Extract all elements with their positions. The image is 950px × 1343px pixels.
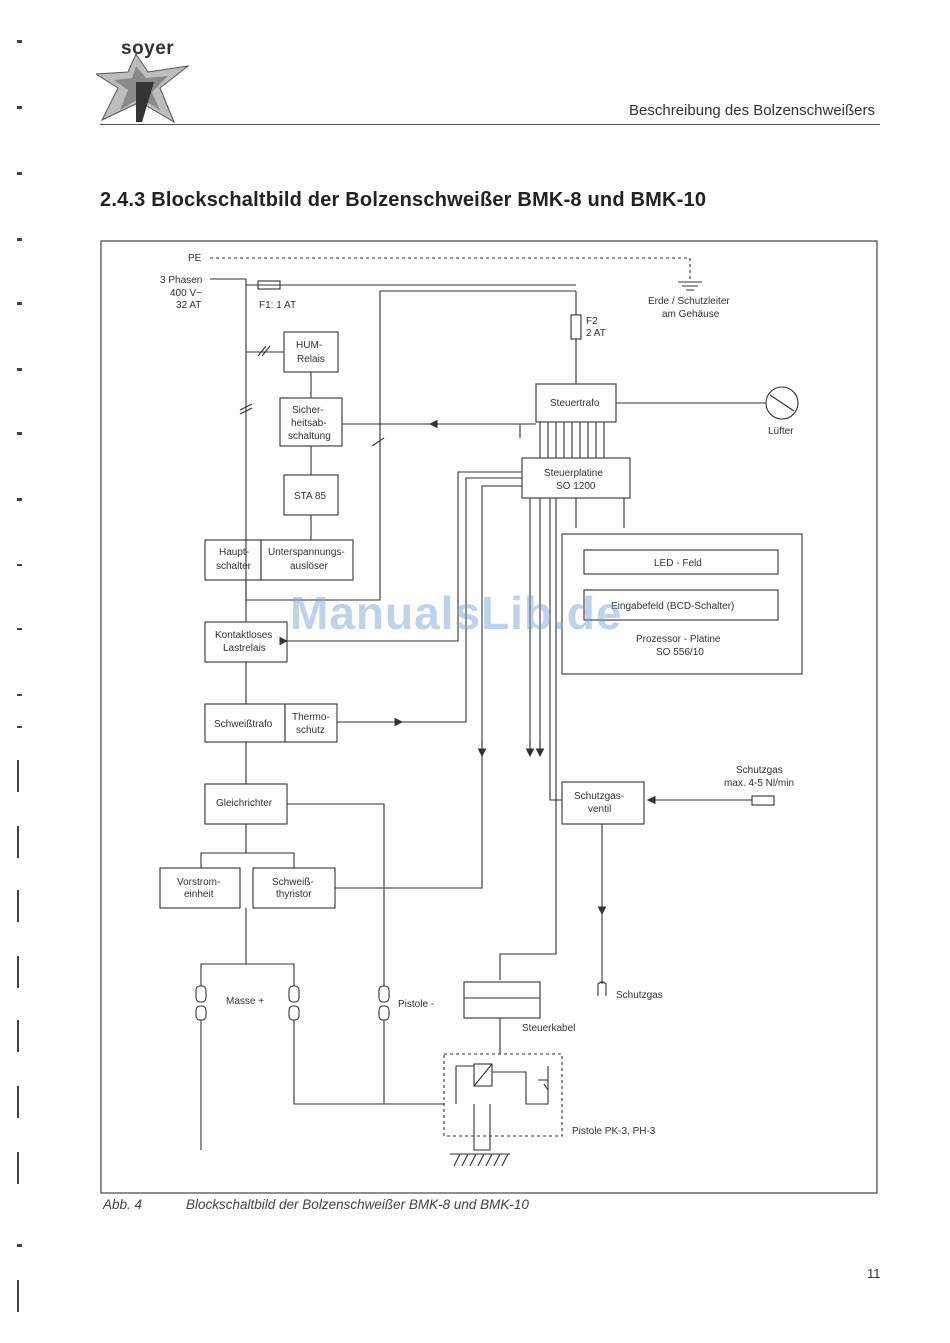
section-title: 2.4.3 Blockschaltbild der Bolzenschweiße… bbox=[100, 189, 707, 211]
block-hum-relais bbox=[283, 331, 339, 373]
figure-caption: Blockschaltbild der Bolzenschweißer BMK-… bbox=[186, 1197, 529, 1212]
label-f2-2: 2 AT bbox=[586, 328, 606, 339]
label-earth-2: am Gehäuse bbox=[662, 309, 720, 320]
earth-symbol bbox=[678, 281, 702, 291]
fuse-f1 bbox=[257, 280, 281, 290]
label-unterspannung-1: Unterspannungs- bbox=[268, 547, 345, 558]
label-f2-1: F2 bbox=[586, 316, 598, 327]
block-steuerkabel bbox=[463, 981, 541, 1019]
label-unterspannung-2: auslöser bbox=[290, 561, 328, 572]
label-vorstrom-2: einheit bbox=[184, 889, 214, 900]
block-eingabefeld bbox=[583, 589, 779, 621]
block-vorstrom bbox=[159, 867, 241, 909]
label-earth-1: Erde / Schutzleiter bbox=[648, 296, 730, 307]
label-steuerplatine-2: SO 1200 bbox=[556, 481, 596, 492]
pe-line bbox=[210, 257, 691, 282]
label-hauptschalter-2: schalter bbox=[216, 561, 252, 572]
label-supply-1: 3 Phasen bbox=[160, 275, 202, 286]
label-masse: Masse + bbox=[226, 996, 264, 1007]
label-prozessor-2: SO 556/10 bbox=[656, 647, 704, 658]
label-schutzgas-out: Schutzgas bbox=[616, 990, 663, 1001]
label-supply-3: 32 AT bbox=[176, 300, 201, 311]
label-thermoschutz-1: Thermo- bbox=[292, 712, 330, 723]
label-schweisstrafo: Schweißtrafo bbox=[214, 719, 273, 730]
figure-label: Abb. 4 bbox=[103, 1197, 143, 1212]
label-hauptschalter-1: Haupt- bbox=[219, 547, 249, 558]
block-led-feld bbox=[583, 549, 779, 575]
label-f1: F1: 1 AT bbox=[259, 300, 296, 311]
label-sicherheit-1: Sicher- bbox=[292, 405, 324, 416]
label-thyristor-2: thyristor bbox=[276, 889, 312, 900]
fuse-f2 bbox=[570, 314, 582, 340]
label-pistole-pk: Pistole PK-3, PH-3 bbox=[572, 1126, 656, 1137]
label-sicherheit-2: heitsab- bbox=[291, 418, 327, 429]
block-prozessor-group bbox=[561, 533, 803, 675]
label-schutzgasventil-1: Schutzgas- bbox=[574, 791, 624, 802]
label-steuerplatine-1: Steuerplatine bbox=[544, 468, 603, 479]
label-gleichrichter: Gleichrichter bbox=[216, 798, 273, 809]
label-pistole-minus: Pistole - bbox=[398, 999, 434, 1010]
gas-connector bbox=[751, 795, 775, 806]
label-schutzgas-in-2: max. 4-5 Nl/min bbox=[724, 778, 794, 789]
label-prozessor-1: Prozessor - Platine bbox=[636, 634, 721, 645]
label-schutzgas-in-1: Schutzgas bbox=[736, 765, 783, 776]
block-lastrelais bbox=[204, 621, 288, 663]
header-rule bbox=[100, 124, 880, 125]
label-sicherheit-3: schaltung bbox=[288, 431, 331, 442]
block-thyristor bbox=[252, 867, 336, 909]
diagram-frame bbox=[100, 240, 878, 1194]
label-hum-2: Relais bbox=[297, 354, 325, 365]
label-steuertrafo: Steuertrafo bbox=[550, 398, 600, 409]
fan-icon bbox=[765, 386, 799, 420]
label-lastrelais-1: Kontaktloses bbox=[215, 630, 272, 641]
label-steuerkabel: Steuerkabel bbox=[522, 1023, 575, 1034]
block-thermoschutz bbox=[284, 703, 338, 743]
label-sta: STA 85 bbox=[294, 491, 326, 502]
label-lastrelais-2: Lastrelais bbox=[223, 643, 266, 654]
star-logo-icon bbox=[96, 52, 190, 124]
page-header: Beschreibung des Bolzenschweißers bbox=[629, 102, 875, 119]
label-thermoschutz-2: schutz bbox=[296, 725, 325, 736]
label-luefter: Lüfter bbox=[768, 426, 794, 437]
logo-text: soyer bbox=[121, 38, 175, 59]
label-schutzgasventil-2: ventil bbox=[588, 804, 611, 815]
block-hauptschalter bbox=[204, 539, 262, 581]
label-thyristor-1: Schweiß- bbox=[272, 877, 314, 888]
label-vorstrom-1: Vorstrom- bbox=[177, 877, 220, 888]
label-hum-1: HUM- bbox=[296, 340, 322, 351]
label-pe: PE bbox=[188, 253, 202, 264]
block-pistole bbox=[443, 1053, 563, 1137]
label-supply-2: 400 V~ bbox=[170, 288, 202, 299]
block-unterspannung bbox=[260, 539, 354, 581]
page-number: 11 bbox=[867, 1266, 881, 1281]
label-led-feld: LED - Feld bbox=[654, 558, 702, 569]
label-eingabefeld: Eingabefeld (BCD-Schalter) bbox=[611, 601, 734, 612]
block-schutzgasventil bbox=[561, 781, 645, 825]
watermark: ManualsLib.de bbox=[290, 587, 623, 639]
